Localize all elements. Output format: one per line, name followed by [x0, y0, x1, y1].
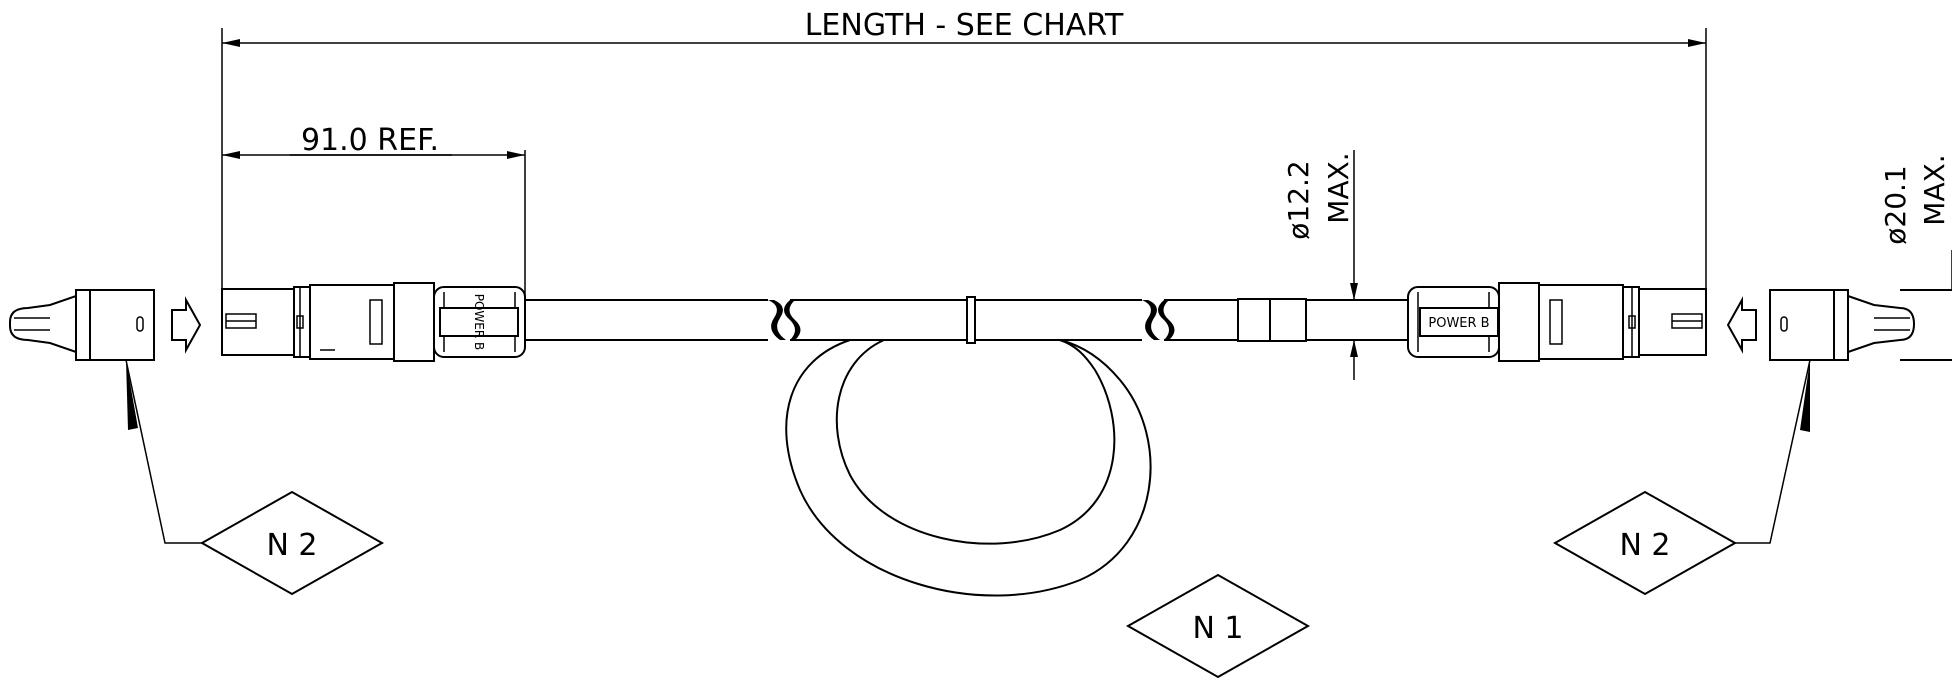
right-connector-brand: POWER B — [1428, 316, 1489, 331]
plug-dia-note: MAX. — [1918, 154, 1951, 225]
coil — [785, 296, 1152, 597]
ref-label: 91.0 REF. — [301, 123, 439, 158]
left-connector: POWER B — [221, 282, 526, 362]
note-tag-left-label: N 2 — [266, 528, 317, 563]
plug-diameter-dimension: ø20.1 MAX. — [1879, 154, 1952, 290]
cable-diameter-dimension: ø12.2 MAX. — [1282, 150, 1358, 380]
note-tag-right-label: N 2 — [1619, 528, 1670, 563]
note-tag-coil: N 1 — [1125, 573, 1311, 679]
cable-left-segment — [525, 299, 786, 341]
note-tag-right: N 2 — [1552, 359, 1811, 596]
right-plug — [1726, 289, 1952, 361]
plug-dia-value: ø20.1 — [1879, 165, 1912, 244]
left-connector-brand: POWER B — [472, 294, 486, 351]
right-connector: POWER B — [1407, 282, 1707, 362]
length-label: LENGTH - SEE CHART — [805, 8, 1124, 43]
note-tag-coil-label: N 1 — [1192, 611, 1243, 646]
cable-dia-note: MAX. — [1322, 152, 1355, 223]
left-plug — [9, 289, 202, 361]
cable-dia-value: ø12.2 — [1282, 160, 1315, 239]
cable-right-segment — [1158, 298, 1408, 342]
ref-dimension: 91.0 REF. — [222, 123, 526, 300]
length-dimension: LENGTH - SEE CHART — [221, 8, 1707, 330]
note-tag-left: N 2 — [125, 359, 385, 596]
